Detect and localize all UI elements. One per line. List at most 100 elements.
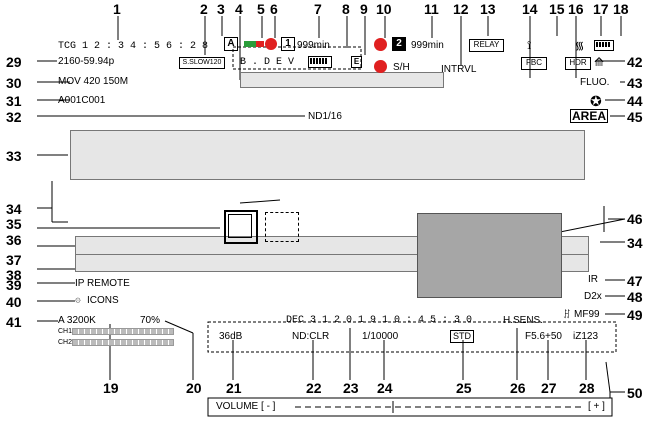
d2x-label: D2x	[584, 291, 602, 302]
rec-red-icon	[256, 41, 264, 47]
slot2-remain: 999min	[411, 40, 444, 51]
rec-format: 2160-59.94p	[58, 56, 115, 67]
callout-27: 27	[541, 380, 557, 396]
icons-label: ICONS	[87, 295, 119, 306]
callout-42: 42	[627, 54, 643, 70]
battery-icon	[594, 40, 614, 51]
focus-frame-outer	[224, 210, 258, 244]
icons-icon: ۞	[75, 294, 81, 305]
callout-45: 45	[627, 109, 643, 125]
callout-11: 11	[424, 1, 439, 17]
callout-46: 46	[627, 211, 643, 227]
callout-34: 34	[6, 201, 22, 217]
callout-13: 13	[480, 1, 496, 17]
codec-label: MOV 420 150M	[58, 76, 129, 87]
callout-24: 24	[377, 380, 393, 396]
date-label: DEC 3 1 2 0 1 9 1 0 : 4 5 : 3 0	[286, 315, 473, 326]
wb-label: FLUO.	[580, 77, 610, 88]
callout-15: 15	[549, 1, 565, 17]
shutter-label: 1/10000	[362, 331, 399, 342]
timecode: TCG 1 2 : 3 4 : 5 6 : 2 8	[58, 41, 209, 52]
battery-icon-2	[308, 56, 332, 68]
callout-6: 6	[270, 1, 278, 17]
callout-36: 36	[6, 232, 22, 248]
callout-30: 30	[6, 75, 22, 91]
callout-9: 9	[360, 1, 368, 17]
callout-3: 3	[217, 1, 225, 17]
callout-21: 21	[226, 380, 242, 396]
callout-7: 7	[314, 1, 322, 17]
slot1-badge: 1	[281, 37, 295, 51]
callout-34-right: 34	[627, 235, 643, 251]
battery-e-badge: E	[351, 56, 362, 68]
color-temp: A 3200K	[58, 315, 96, 326]
gain-label: 36dB	[219, 331, 243, 342]
callout-2: 2	[200, 1, 208, 17]
callout-29: 29	[6, 54, 22, 70]
callout-49: 49	[627, 307, 643, 323]
ch1-meter	[72, 328, 174, 335]
rec-green-icon	[244, 41, 256, 47]
callout-14: 14	[522, 1, 538, 17]
slot1-remain: 999min	[297, 40, 330, 51]
rec-circle-icon-3	[374, 60, 387, 73]
callout-47: 47	[627, 273, 643, 289]
callout-17: 17	[593, 1, 609, 17]
stabilizer-icon: ⟰	[594, 55, 605, 69]
callout-41: 41	[6, 314, 22, 330]
iris-label: F5.6+50	[525, 331, 562, 342]
volume-plus-label: [ + ]	[588, 401, 605, 412]
wireless-icon: ⟟	[527, 38, 532, 52]
callout-32: 32	[6, 109, 22, 125]
callout-44: 44	[627, 93, 643, 109]
callout-20: 20	[186, 380, 202, 396]
status-bar-box	[240, 72, 444, 88]
area-box-dark	[417, 213, 562, 298]
std-badge: STD	[450, 330, 474, 343]
callout-37: 37	[6, 252, 22, 268]
callout-19: 19	[103, 380, 119, 396]
callout-43: 43	[627, 75, 643, 91]
hsens-label: H.SENS.	[503, 315, 544, 326]
callout-8: 8	[342, 1, 350, 17]
callout-16: 16	[568, 1, 584, 17]
bdev-label: B . D E V	[240, 57, 295, 68]
a-badge: A	[224, 37, 238, 51]
percent-label: 70%	[140, 315, 161, 326]
hdr-badge: HDR	[565, 57, 591, 70]
area-badge: AREA	[570, 109, 609, 123]
wifi-icon: ᯾	[575, 40, 585, 52]
callout-28: 28	[579, 380, 595, 396]
callout-18: 18	[613, 1, 629, 17]
callout-38: 38	[6, 267, 22, 283]
callout-25: 25	[456, 380, 472, 396]
callout-33: 33	[6, 148, 22, 164]
area-box-top	[70, 130, 585, 180]
callout-40: 40	[6, 294, 22, 310]
rec-circle-icon	[265, 38, 277, 50]
callout-10: 10	[376, 1, 392, 17]
callout-39: 39	[6, 277, 22, 293]
ch2-meter	[72, 339, 174, 346]
nd-label: ND1/16	[308, 111, 342, 122]
intrvl-label: INTRVL	[441, 64, 477, 75]
slow-badge: S.SLOW120	[179, 57, 225, 69]
callout-1: 1	[113, 1, 121, 17]
ip-remote: IP REMOTE	[75, 278, 130, 289]
mf-label: MF99	[574, 309, 600, 320]
focus-frame-dashed	[265, 212, 299, 242]
scene-icon: ✪	[590, 93, 602, 109]
callout-12: 12	[453, 1, 469, 17]
callout-50: 50	[627, 385, 643, 401]
callout-31: 31	[6, 93, 22, 109]
mf-icon: ꍬ	[563, 310, 571, 321]
callout-5: 5	[257, 1, 265, 17]
nd-clr-label: ND:CLR	[292, 331, 330, 342]
sh-label: S/H	[393, 62, 410, 73]
fbc-badge: FBC	[521, 57, 547, 70]
clip-name: A001C001	[58, 95, 106, 106]
rec-circle-icon-2	[374, 38, 387, 51]
callout-26: 26	[510, 380, 526, 396]
